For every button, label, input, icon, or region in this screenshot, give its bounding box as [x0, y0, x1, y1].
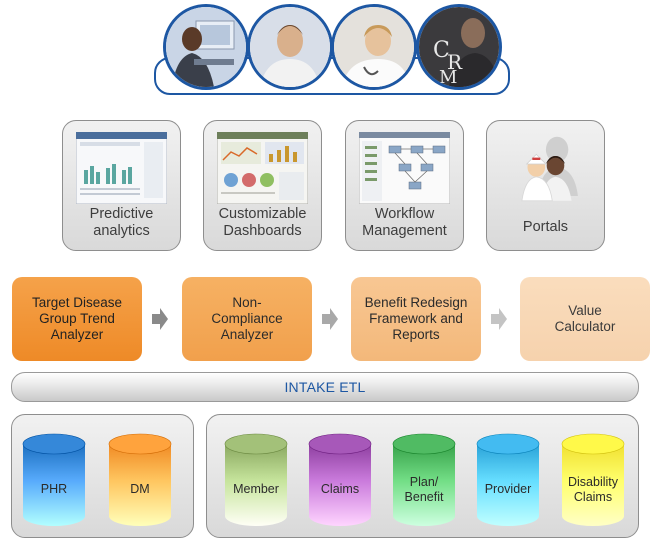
database-label: Claims — [320, 482, 360, 496]
database-cylinder-icon — [561, 433, 625, 526]
tile-workflow-management[interactable]: Workflow Management — [345, 120, 464, 251]
tile-label: Workflow Management — [362, 206, 447, 239]
tile-label: Customizable Dashboards — [218, 206, 307, 239]
process-benefit-redesign-framework[interactable]: Benefit Redesign Framework and Reports — [351, 277, 481, 361]
arrow-right-icon — [491, 308, 507, 330]
intake-etl-bar[interactable]: INTAKE ETL — [11, 372, 639, 402]
process-non-compliance-analyzer[interactable]: Non- Compliance Analyzer — [182, 277, 312, 361]
arrow-right-icon — [322, 308, 338, 330]
tile-label: Predictive analytics — [89, 206, 154, 239]
process-value-calculator[interactable]: Value Calculator — [520, 277, 650, 361]
tile-customizable-dashboards[interactable]: Customizable Dashboards — [203, 120, 322, 251]
database-plan-benefit[interactable]: Plan/ Benefit — [392, 432, 456, 528]
svg-text:M: M — [439, 67, 457, 87]
person-portrait-icon — [247, 4, 333, 90]
arrow-right-icon — [152, 308, 168, 330]
database-member[interactable]: Member — [224, 432, 288, 528]
database-cylinder-icon — [308, 433, 372, 526]
svg-text:C: C — [433, 38, 450, 63]
database-dm[interactable]: DM — [108, 432, 172, 528]
database-label: Provider — [484, 482, 532, 496]
database-cylinder-icon — [108, 433, 172, 526]
database-claims[interactable]: Claims — [308, 432, 372, 528]
database-phr[interactable]: PHR — [22, 432, 86, 528]
person-at-computer-icon — [163, 4, 249, 90]
database-cylinder-icon — [476, 433, 540, 526]
database-cylinder-icon — [224, 433, 288, 526]
database-label: Disability Claims — [567, 475, 618, 504]
dashboard-screenshot-icon — [217, 132, 308, 204]
database-label: PHR — [40, 482, 68, 496]
database-cylinder-icon — [22, 433, 86, 526]
database-provider[interactable]: Provider — [476, 432, 540, 528]
database-disability-claims[interactable]: Disability Claims — [561, 432, 625, 528]
database-label: Plan/ Benefit — [404, 475, 444, 504]
tile-label: Portals — [522, 219, 569, 235]
database-cylinder-icon — [392, 433, 456, 526]
database-label: DM — [130, 482, 150, 496]
analytics-screenshot-icon — [76, 132, 167, 204]
process-target-disease-group-trend-analyzer[interactable]: Target Disease Group Trend Analyzer — [12, 277, 142, 361]
tile-portals[interactable]: Portals — [486, 120, 605, 251]
crm-logo-icon: C R M — [416, 4, 502, 90]
tile-predictive-analytics[interactable]: Predictive analytics — [62, 120, 181, 251]
workflow-screenshot-icon — [359, 132, 450, 204]
database-label: Member — [233, 482, 279, 496]
doctor-icon — [331, 4, 417, 90]
svg-text:R: R — [447, 50, 463, 74]
portal-users-icon — [521, 136, 578, 202]
